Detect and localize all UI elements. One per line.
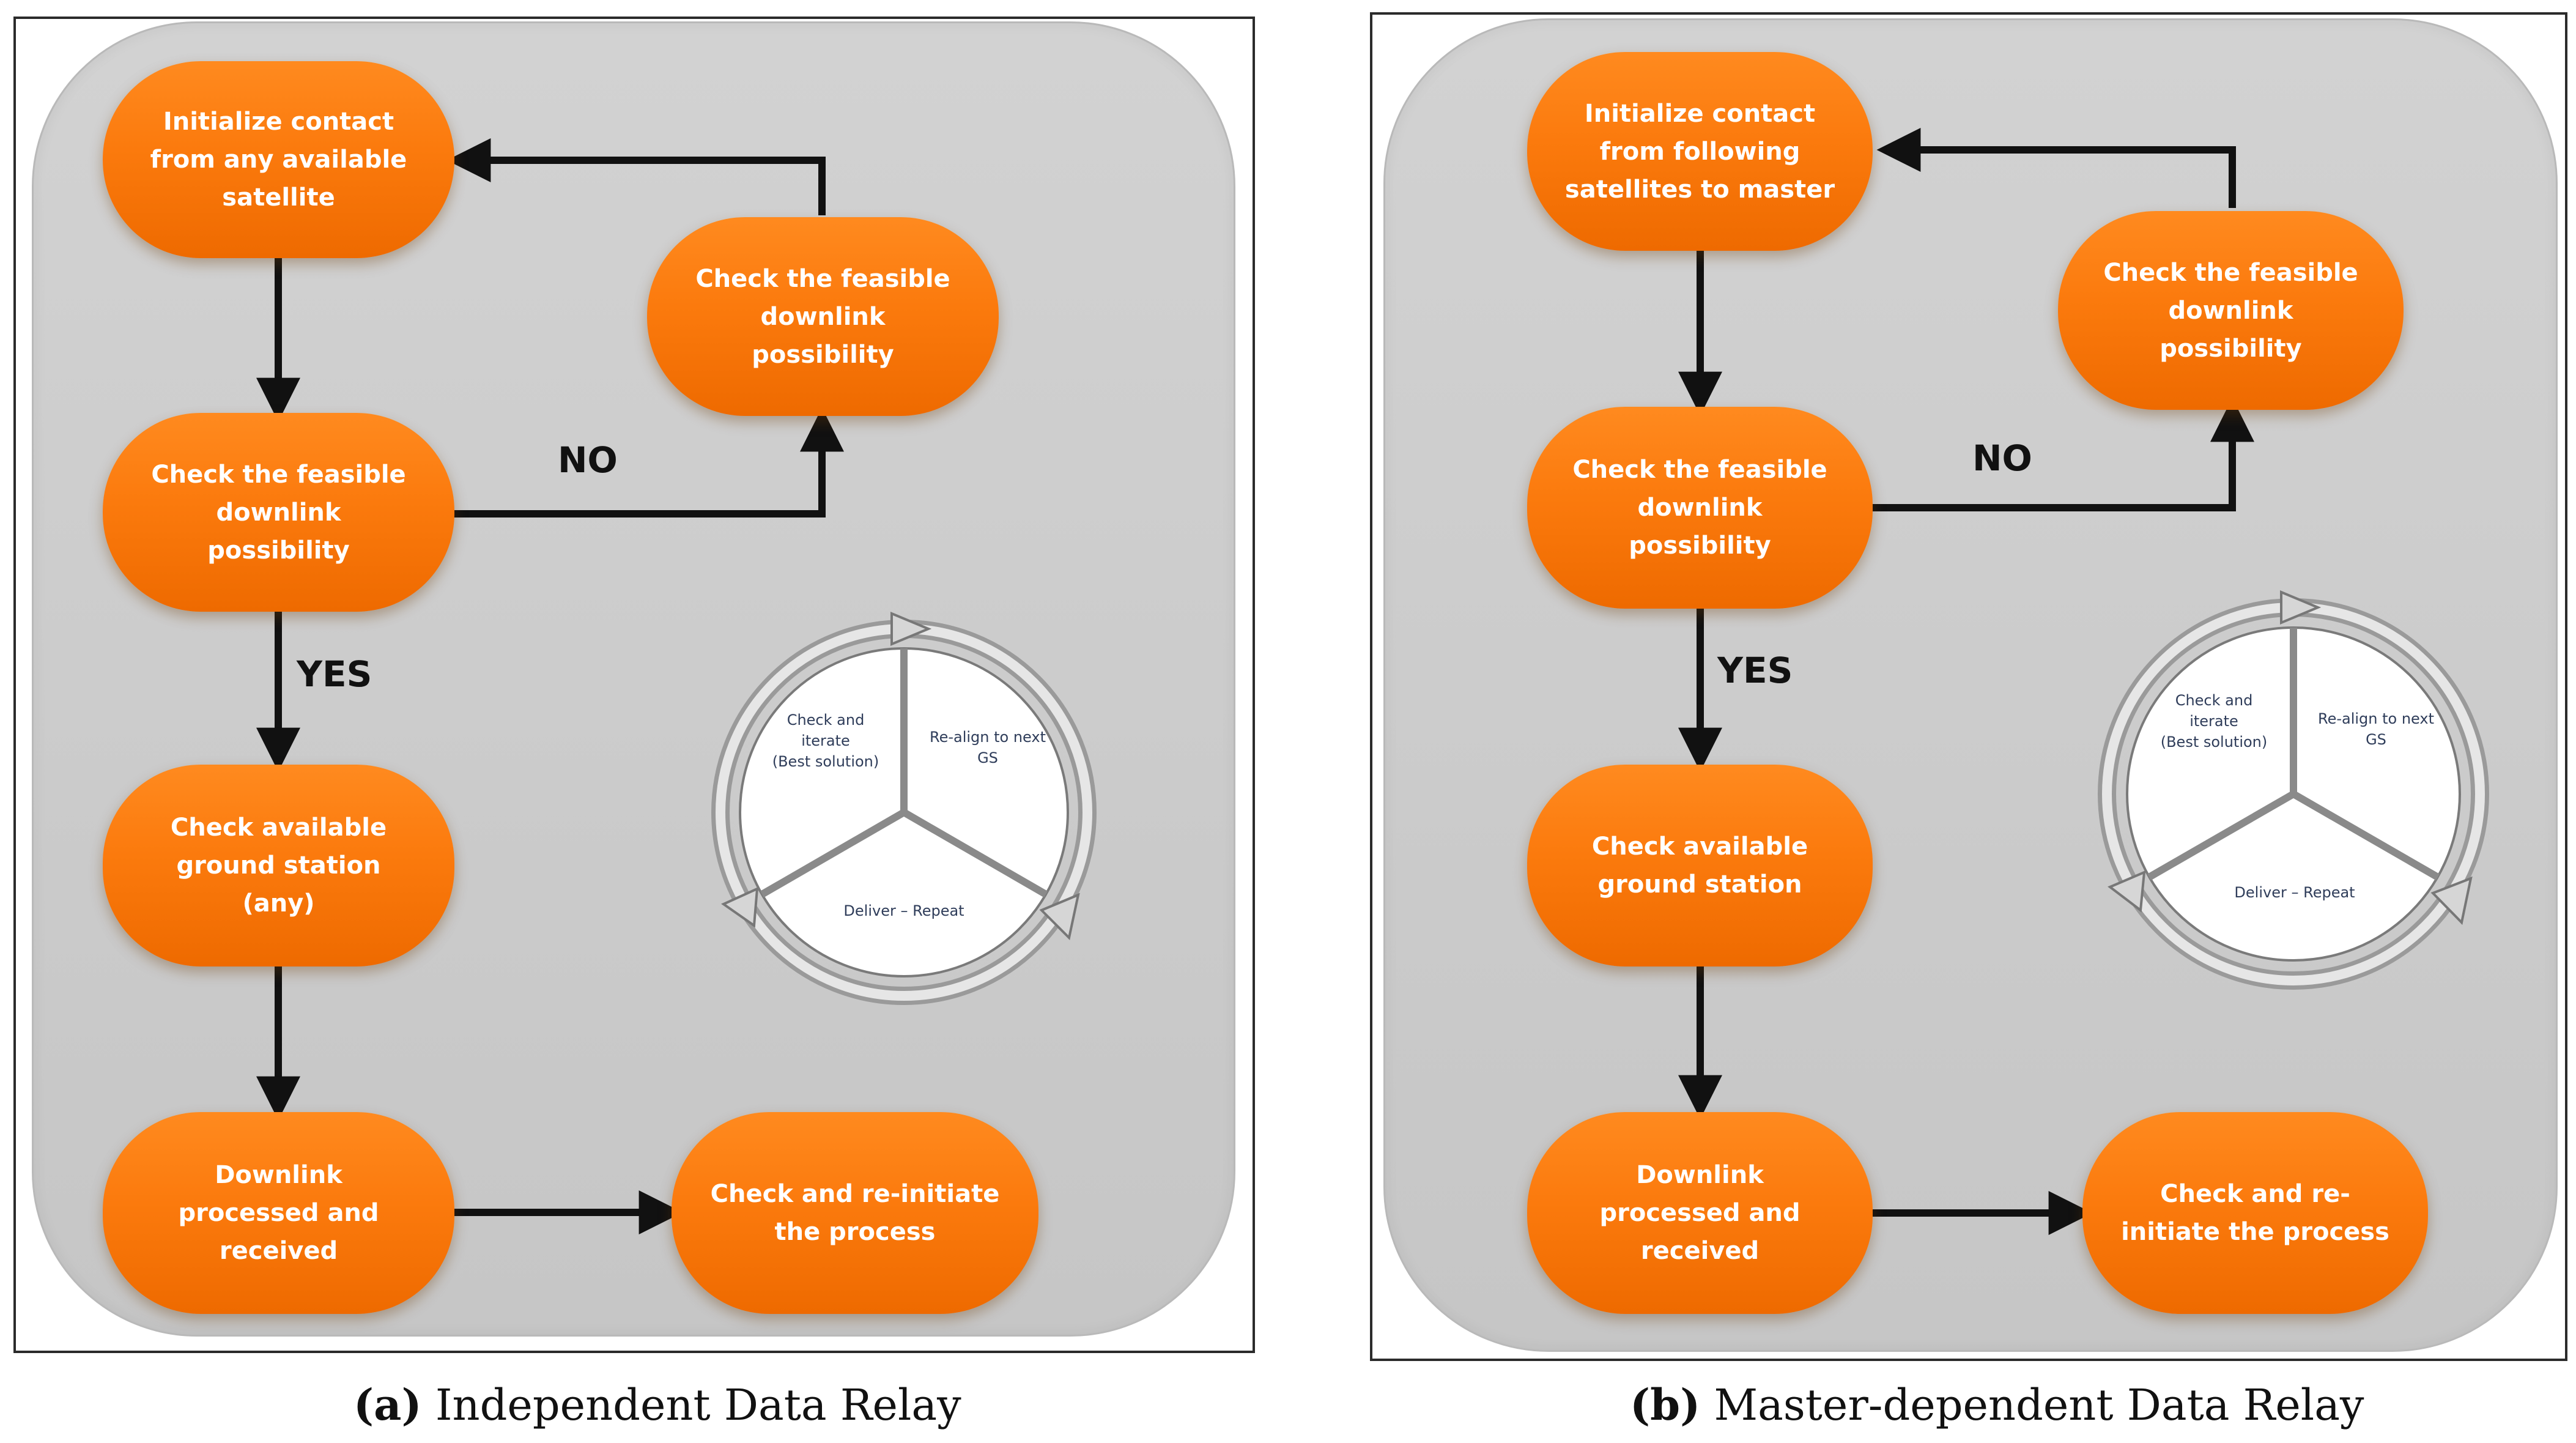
arrow-retry-to-init (1876, 128, 2236, 208)
cycle-deliver-repeat: Deliver – Repeat (2234, 884, 2355, 901)
node-check-feasible-downlink: Check the feasible downlink possibility (1527, 407, 1873, 609)
caption-b: (b) Master-dependent Data Relay (1630, 1379, 2364, 1430)
cycle-realign: Re-align to next GS (2317, 710, 2435, 748)
caption-a-text: Independent Data Relay (435, 1380, 961, 1430)
node-check-feasible-downlink: Check the feasible downlink possibility (103, 413, 454, 612)
node-initialize-contact: Initialize contact from following satell… (1527, 52, 1873, 251)
cycle-check-iterate: Check and iterate (Best solution) (2160, 692, 2268, 751)
caption-b-text: Master-dependent Data Relay (1714, 1380, 2364, 1430)
label-no: NO (1972, 437, 2032, 479)
arrow-retry-to-init (446, 138, 826, 215)
cycle-realign: Re-align to next GS (929, 729, 1046, 766)
node-check-feasible-retry: Check the feasible downlink possibility (647, 217, 999, 416)
arrow-no-branch (454, 407, 844, 517)
node-downlink-received: Downlink processed and received (1527, 1112, 1873, 1314)
node-check-feasible-retry: Check the feasible downlink possibility (2058, 211, 2404, 410)
label-yes: YES (297, 653, 372, 695)
label-yes: YES (1717, 650, 1793, 691)
node-check-ground-station: Check available ground station (1527, 765, 1873, 966)
caption-b-tag: (b) (1630, 1379, 1701, 1430)
cycle-check-iterate: Check and iterate (Best solution) (772, 711, 879, 770)
node-initialize-contact: Initialize contact from any available sa… (103, 61, 454, 258)
caption-a: (a) Independent Data Relay (353, 1379, 961, 1430)
node-downlink-received: Downlink processed and received (103, 1112, 454, 1314)
label-no: NO (558, 439, 618, 481)
cycle-deliver-repeat: Deliver – Repeat (843, 902, 964, 919)
caption-a-tag: (a) (353, 1379, 422, 1430)
node-reinitiate-process: Check and re- initiate the process (2082, 1112, 2428, 1314)
arrow-no-branch (1871, 398, 2254, 511)
node-check-ground-station: Check available ground station (any) (103, 765, 454, 966)
node-reinitiate-process: Check and re-initiate the process (672, 1112, 1038, 1314)
